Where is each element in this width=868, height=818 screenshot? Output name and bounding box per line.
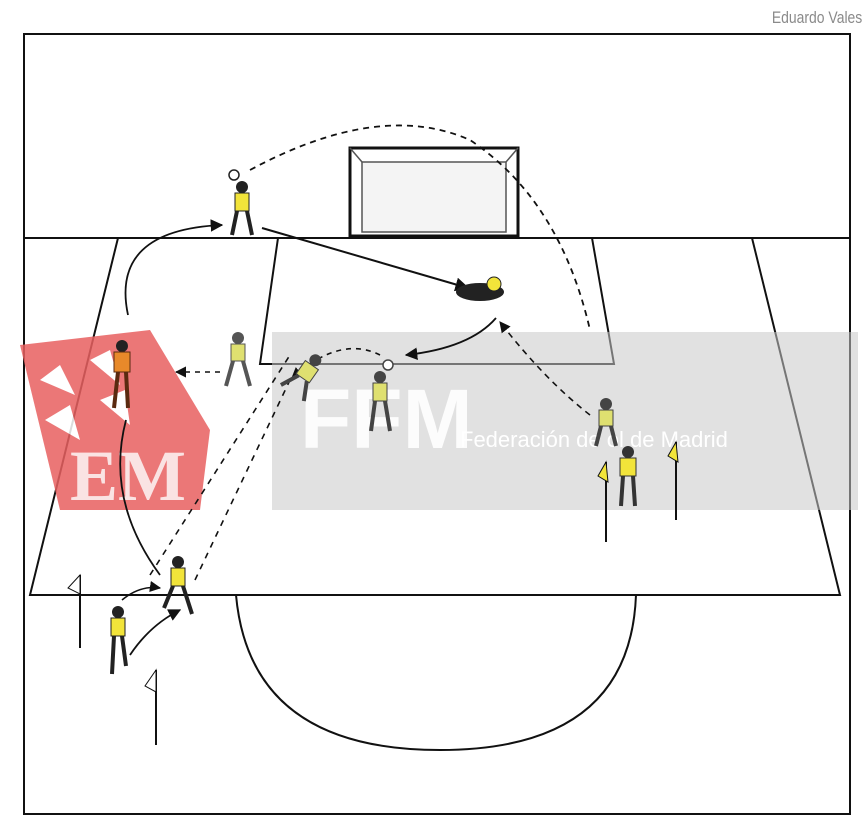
goal-icon: [348, 146, 520, 238]
run-curve-down: [119, 419, 161, 576]
ball-icon: [228, 169, 240, 181]
pass-to-keeper: [261, 227, 470, 292]
player-icon: [110, 606, 128, 675]
run-small: [121, 580, 162, 601]
player-icon: [224, 332, 252, 387]
run-to-center: [129, 609, 182, 656]
federation-watermark: EM FFM Federación de ol de Madrid: [20, 330, 858, 516]
cone-flag-icon: [667, 440, 679, 520]
author-credit: Eduardo Vales: [771, 8, 862, 27]
keeper-throw: [404, 317, 497, 361]
federation-logo: EM: [20, 330, 210, 516]
ball-icon: [382, 359, 394, 371]
svg-text:EM: EM: [70, 436, 186, 516]
dashed-diag-1: [149, 354, 291, 576]
player-icon: [369, 359, 394, 432]
player-icon: [112, 340, 131, 409]
player-icon: [619, 446, 637, 507]
cone-flag-icon: [67, 573, 81, 648]
player-icon: [228, 169, 254, 236]
player-icon: [279, 354, 322, 402]
cone-flag-icon: [144, 668, 157, 745]
dashed-run-right: [499, 321, 591, 416]
run-arc-left: [124, 219, 224, 316]
penalty-arc: [235, 594, 637, 752]
dashed-diag-2: [194, 379, 291, 581]
goalkeeper-icon: [456, 276, 504, 301]
watermark-org-name: Federación de ol de Madrid: [460, 427, 728, 452]
cone-flag-icon: [597, 460, 609, 542]
player-icon: [594, 398, 618, 447]
player-icon: [162, 556, 194, 615]
